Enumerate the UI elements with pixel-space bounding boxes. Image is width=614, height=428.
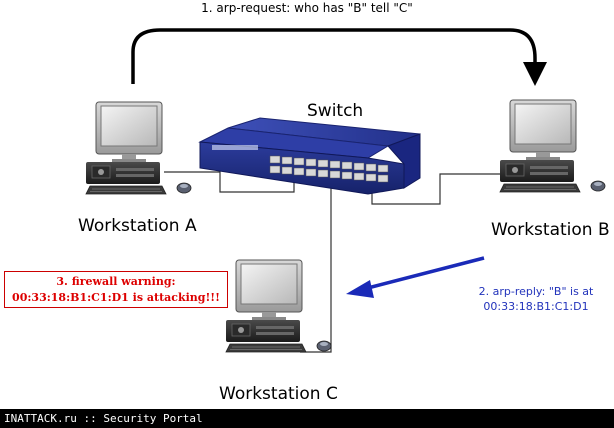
switch-label: Switch: [307, 101, 364, 121]
arp-request-label: 1. arp-request: who has "B" tell "C": [201, 1, 413, 15]
switch-icon: [198, 117, 421, 195]
workstation-a-icon: [85, 101, 192, 195]
workstation-c-icon: [225, 259, 332, 353]
arp-reply-arrowhead: [346, 280, 374, 298]
cable-c-switch: [300, 178, 332, 353]
arp-reply-line-2: 00:33:18:B1:C1:D1: [483, 300, 589, 313]
arp-reply-label: 2. arp-reply: "B" is at 00:33:18:B1:C1:D…: [464, 284, 608, 314]
footer-bar: INATTACK.ru :: Security Portal: [0, 409, 614, 428]
workstation-c-label: Workstation C: [219, 384, 338, 404]
firewall-warning-line-2: 00:33:18:B1:C1:D1 is attacking!!!: [12, 291, 220, 304]
arp-request-arrowhead: [523, 62, 547, 86]
arp-reply-line-1: 2. arp-reply: "B" is at: [478, 285, 594, 298]
arp-request-arrow: [131, 28, 537, 84]
workstation-a-label: Workstation A: [78, 216, 197, 236]
arp-reply-arrow: [363, 256, 485, 291]
workstation-b-label: Workstation B: [491, 220, 610, 240]
cable-b-switch: [371, 173, 500, 205]
firewall-warning-box: 3. firewall warning: 00:33:18:B1:C1:D1 i…: [4, 271, 228, 308]
workstation-b-icon: [499, 99, 606, 193]
firewall-warning-line-1: 3. firewall warning:: [56, 275, 176, 288]
cable-a-switch: [164, 171, 295, 193]
